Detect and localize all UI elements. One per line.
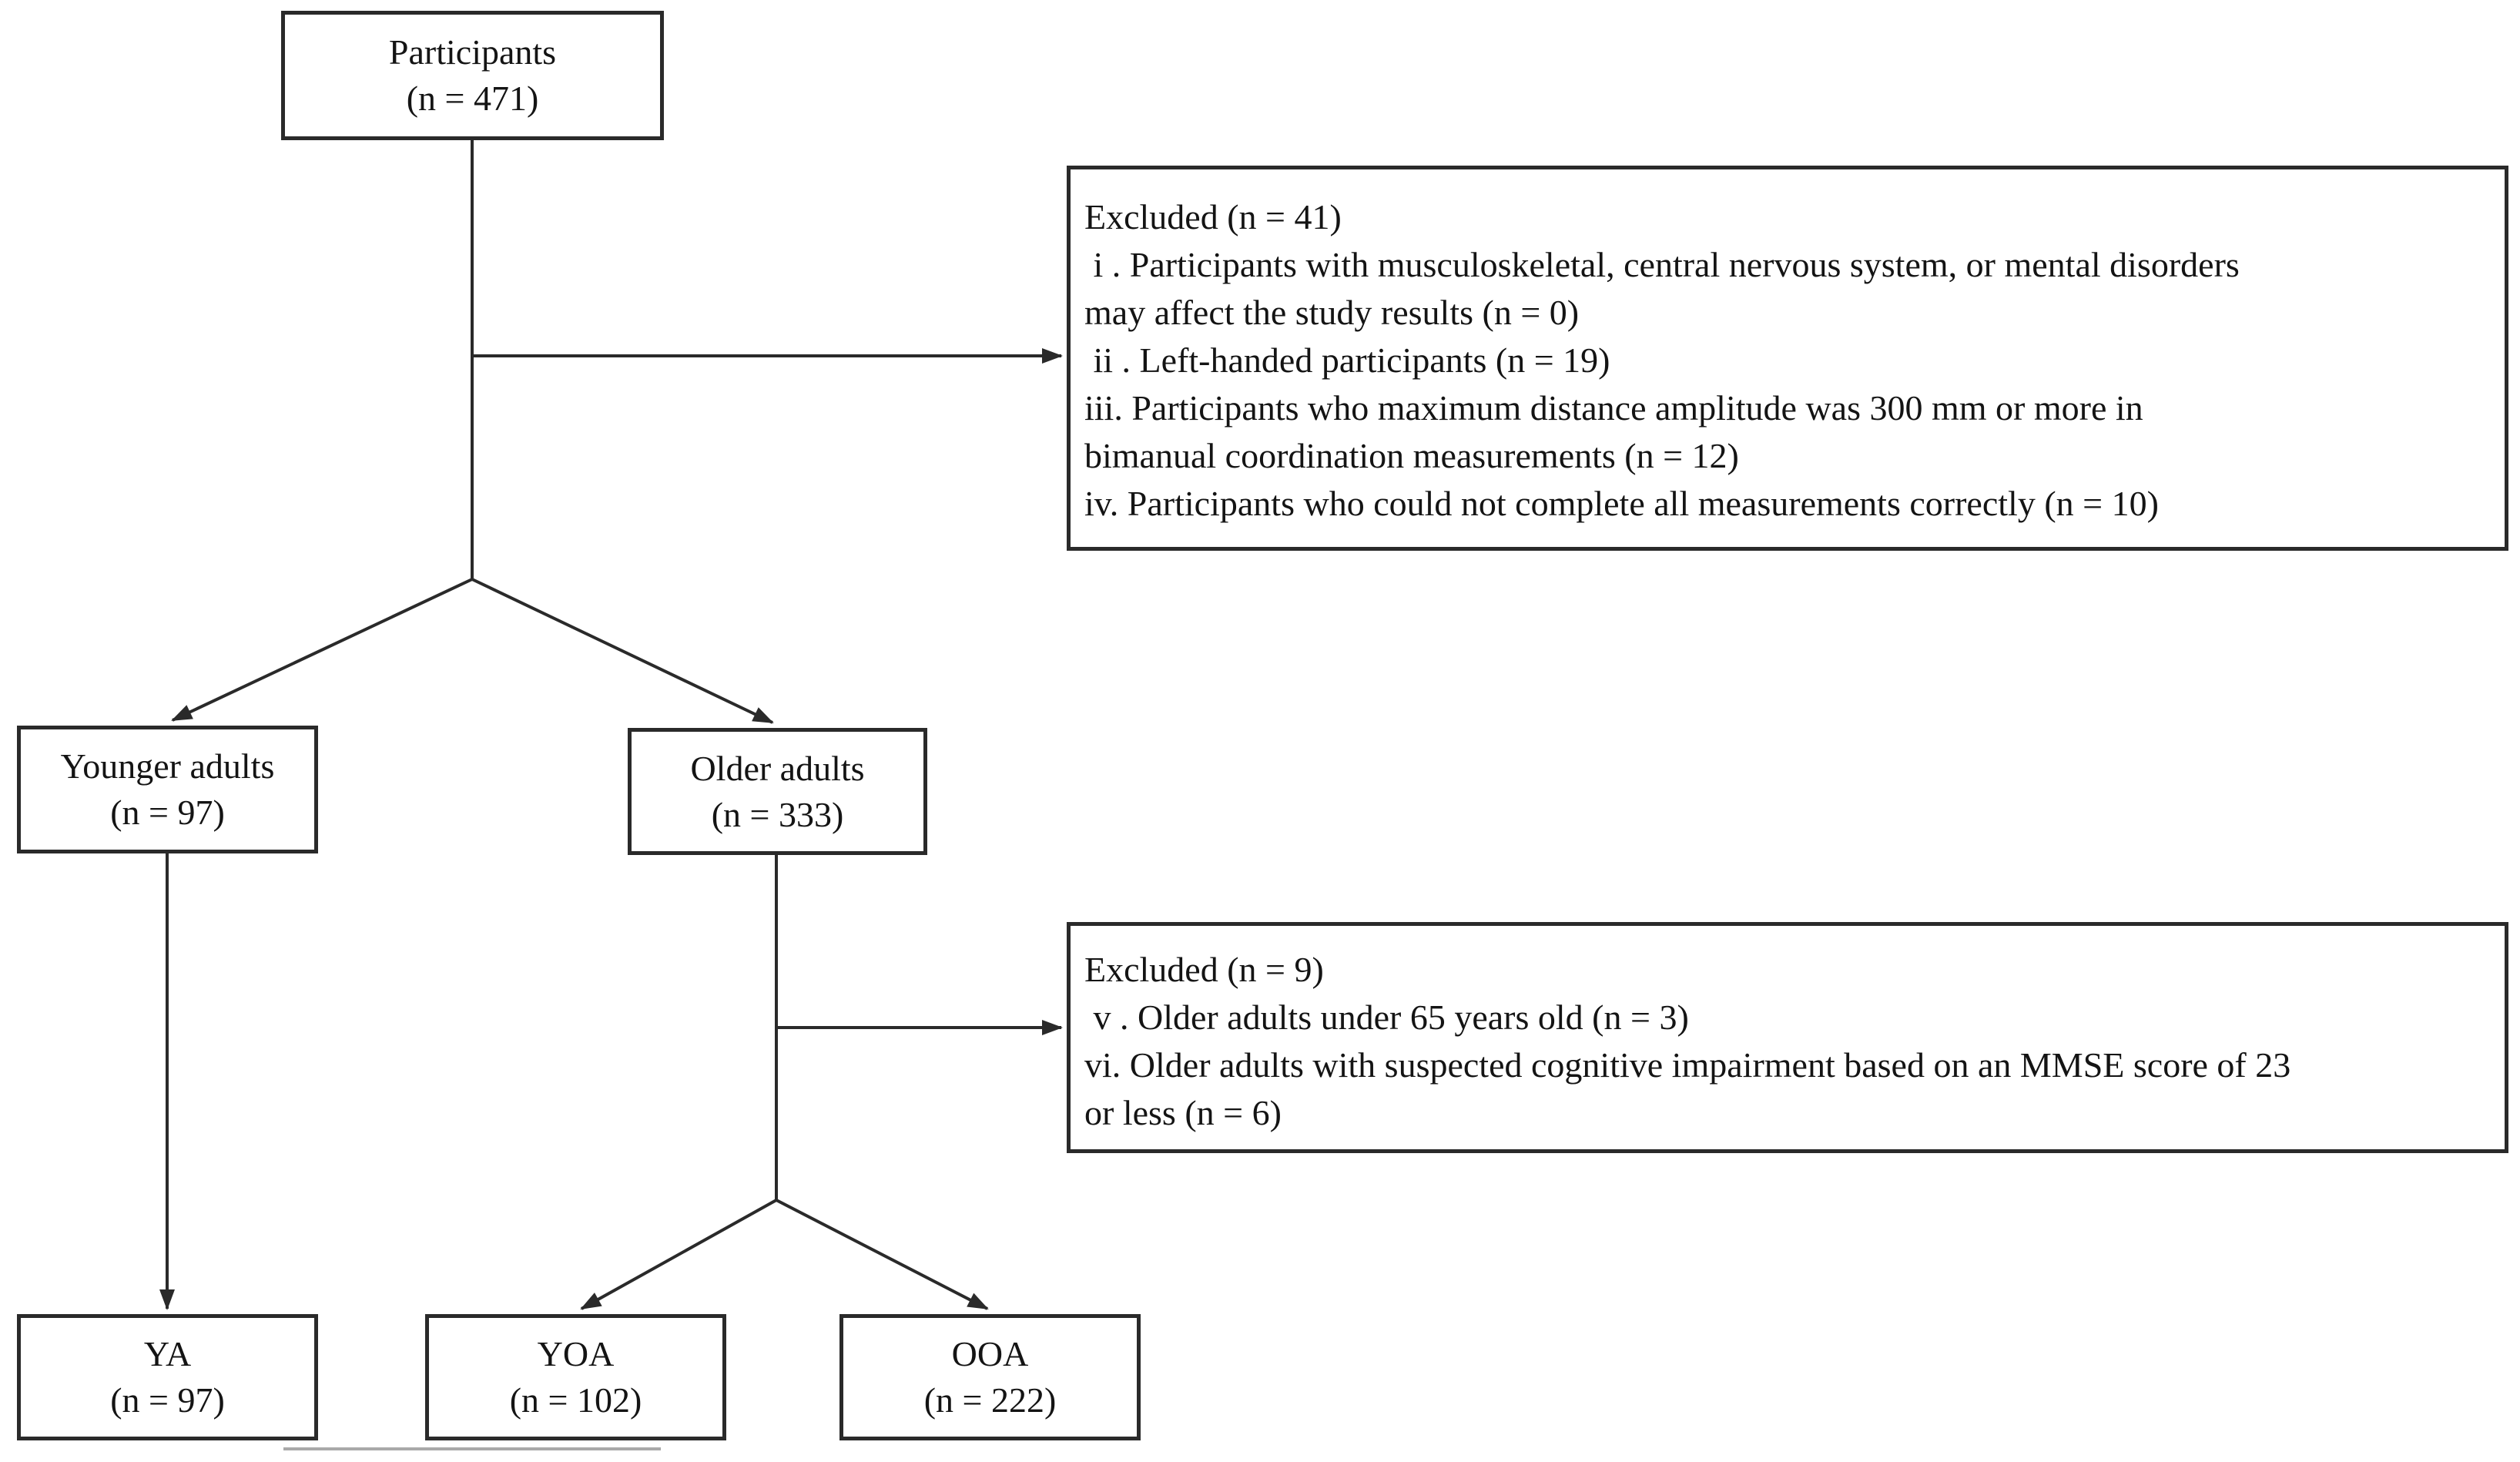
- node-participants-count: (n = 471): [406, 79, 539, 118]
- node-ooa: OOA (n = 222): [839, 1314, 1141, 1440]
- node-older-adults: Older adults (n = 333): [628, 728, 927, 855]
- connector-split-to-ooa: [776, 1199, 989, 1310]
- excluded-2-item-v: v . Older adults under 65 years old (n =…: [1084, 998, 1689, 1037]
- excluded-box-1: Excluded (n = 41) i . Participants with …: [1067, 166, 2508, 551]
- node-yoa-label: YOA: [537, 1334, 615, 1373]
- node-ooa-label: OOA: [951, 1334, 1029, 1373]
- excluded-1-item-i-line-2: may affect the study results (n = 0): [1084, 293, 1580, 332]
- node-older-adults-label: Older adults: [690, 748, 865, 788]
- excluded-1-item-iii-line-2: bimanual coordination measurements (n = …: [1084, 436, 1739, 475]
- excluded-box-2: Excluded (n = 9) v . Older adults under …: [1067, 922, 2508, 1153]
- node-yoa: YOA (n = 102): [425, 1314, 726, 1440]
- node-younger-adults-label: Younger adults: [60, 746, 275, 786]
- connector-split-to-yoa: [580, 1199, 777, 1310]
- connector-split-to-younger: [171, 578, 473, 722]
- excluded-2-item-vi-line-2: or less (n = 6): [1084, 1093, 1282, 1132]
- node-older-adults-count: (n = 333): [711, 794, 844, 834]
- connector-split-to-older: [471, 578, 774, 724]
- excluded-1-item-iv: iv. Participants who could not complete …: [1084, 484, 2159, 523]
- node-yoa-count: (n = 102): [509, 1380, 642, 1420]
- node-participants: Participants (n = 471): [281, 11, 664, 140]
- excluded-1-item-iii-line-1: iii. Participants who maximum distance a…: [1084, 388, 2143, 428]
- excluded-1-item-i-line-1: i . Participants with musculoskeletal, c…: [1084, 245, 2240, 284]
- node-younger-adults: Younger adults (n = 97): [17, 726, 318, 853]
- excluded-2-title: Excluded (n = 9): [1084, 950, 1324, 989]
- excluded-1-title: Excluded (n = 41): [1084, 197, 1342, 236]
- node-participants-label: Participants: [388, 32, 557, 72]
- excluded-1-item-ii: ii . Left-handed participants (n = 19): [1084, 340, 1610, 380]
- node-ooa-count: (n = 222): [923, 1380, 1057, 1420]
- excluded-2-item-vi-line-1: vi. Older adults with suspected cognitiv…: [1084, 1045, 2291, 1085]
- node-ya: YA (n = 97): [17, 1314, 318, 1440]
- node-younger-adults-count: (n = 97): [110, 793, 225, 832]
- node-ya-label: YA: [143, 1334, 192, 1373]
- node-ya-count: (n = 97): [110, 1380, 225, 1420]
